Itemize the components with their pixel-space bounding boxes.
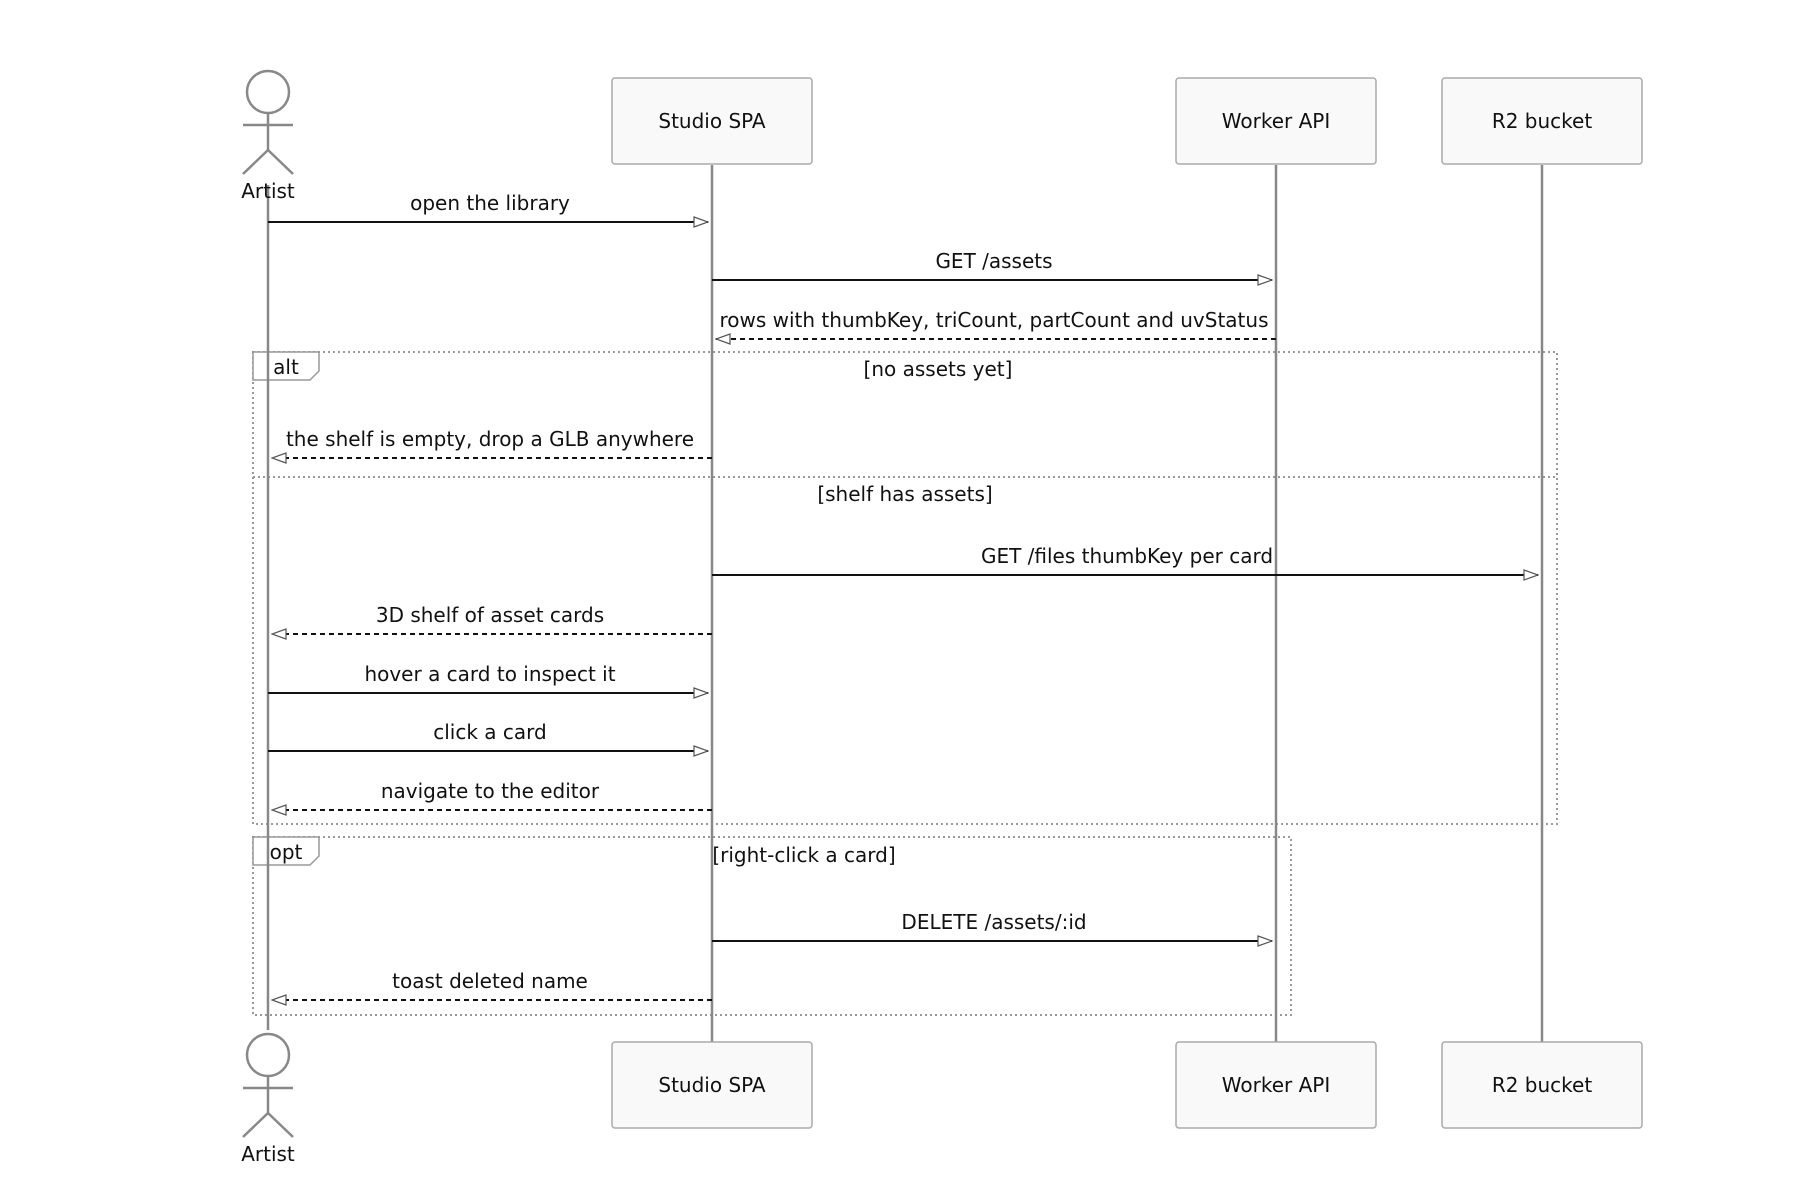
- message-click-a-card: click a card: [268, 720, 708, 751]
- message-label: toast deleted name: [392, 969, 588, 993]
- fragment-opt: opt [right-click a card]: [252, 836, 1292, 1016]
- participant-label: Studio SPA: [658, 1073, 766, 1097]
- fragment-tab: [252, 836, 320, 866]
- message-label: navigate to the editor: [381, 779, 600, 803]
- actor-artist-top: Artist: [241, 69, 295, 203]
- message-get-assets: GET /assets: [712, 249, 1272, 280]
- participant-label: Artist: [241, 179, 295, 203]
- message-label: 3D shelf of asset cards: [376, 603, 604, 627]
- participant-box: [1175, 1041, 1377, 1129]
- participant-box: [611, 77, 813, 165]
- participant-spa-bottom: Studio SPA: [611, 1041, 813, 1129]
- actor-leg-left: [242, 1112, 269, 1138]
- message-label: GET /assets: [935, 249, 1052, 273]
- participant-spa-top: Studio SPA: [611, 77, 813, 165]
- fragment-condition: [right-click a card]: [712, 843, 895, 867]
- participant-label: R2 bucket: [1492, 1073, 1593, 1097]
- actor-leg-right: [267, 1112, 294, 1138]
- actor-head: [245, 1032, 291, 1078]
- fragment-keyword: alt: [273, 355, 299, 379]
- message-hover-a-card-to-inspect-it: hover a card to inspect it: [268, 662, 708, 693]
- participant-label: Studio SPA: [658, 109, 766, 133]
- fragment-condition: [shelf has assets]: [817, 482, 992, 506]
- message-get-files-thumbkey-per-card: GET /files thumbKey per card: [712, 544, 1538, 575]
- participant-box: [1441, 77, 1643, 165]
- message-label: rows with thumbKey, triCount, partCount …: [719, 308, 1268, 332]
- message-delete-assets-id: DELETE /assets/:id: [712, 910, 1272, 941]
- actor-leg-left: [242, 149, 269, 175]
- fragment-frame: [252, 351, 1558, 825]
- actor-head: [245, 69, 291, 115]
- participant-box: [611, 1041, 813, 1129]
- participant-api-top: Worker API: [1175, 77, 1377, 165]
- fragment-alt: alt [no assets yet] [shelf has assets]: [252, 351, 1558, 825]
- message-navigate-to-the-editor: navigate to the editor: [272, 779, 712, 810]
- fragment-condition: [no assets yet]: [864, 357, 1013, 381]
- participant-label: R2 bucket: [1492, 109, 1593, 133]
- participant-label: Worker API: [1222, 109, 1330, 133]
- participant-box: [1175, 77, 1377, 165]
- fragment-tab: [252, 351, 320, 381]
- participant-box: [1441, 1041, 1643, 1129]
- message-toast-deleted-name: toast deleted name: [272, 969, 712, 1000]
- message-rows-with-thumbkey-tricount-partcount-and-uvstatus: rows with thumbKey, triCount, partCount …: [716, 308, 1276, 339]
- participant-label: Artist: [241, 1142, 295, 1166]
- message-3d-shelf-of-asset-cards: 3D shelf of asset cards: [272, 603, 712, 634]
- participant-api-bottom: Worker API: [1175, 1041, 1377, 1129]
- actor-leg-right: [267, 149, 294, 175]
- message-label: the shelf is empty, drop a GLB anywhere: [286, 427, 694, 451]
- message-open-the-library: open the library: [268, 191, 708, 222]
- message-the-shelf-is-empty-drop-a-glb-anywhere: the shelf is empty, drop a GLB anywhere: [272, 427, 712, 458]
- message-label: GET /files thumbKey per card: [981, 544, 1273, 568]
- participant-label: Worker API: [1222, 1073, 1330, 1097]
- message-label: hover a card to inspect it: [364, 662, 615, 686]
- message-label: DELETE /assets/:id: [901, 910, 1086, 934]
- participant-r2-bottom: R2 bucket: [1441, 1041, 1643, 1129]
- fragment-frame: [252, 836, 1292, 1016]
- actor-artist-bottom: Artist: [241, 1032, 295, 1166]
- message-label: open the library: [410, 191, 570, 215]
- participant-r2-top: R2 bucket: [1441, 77, 1643, 165]
- message-label: click a card: [433, 720, 546, 744]
- fragment-keyword: opt: [270, 840, 303, 864]
